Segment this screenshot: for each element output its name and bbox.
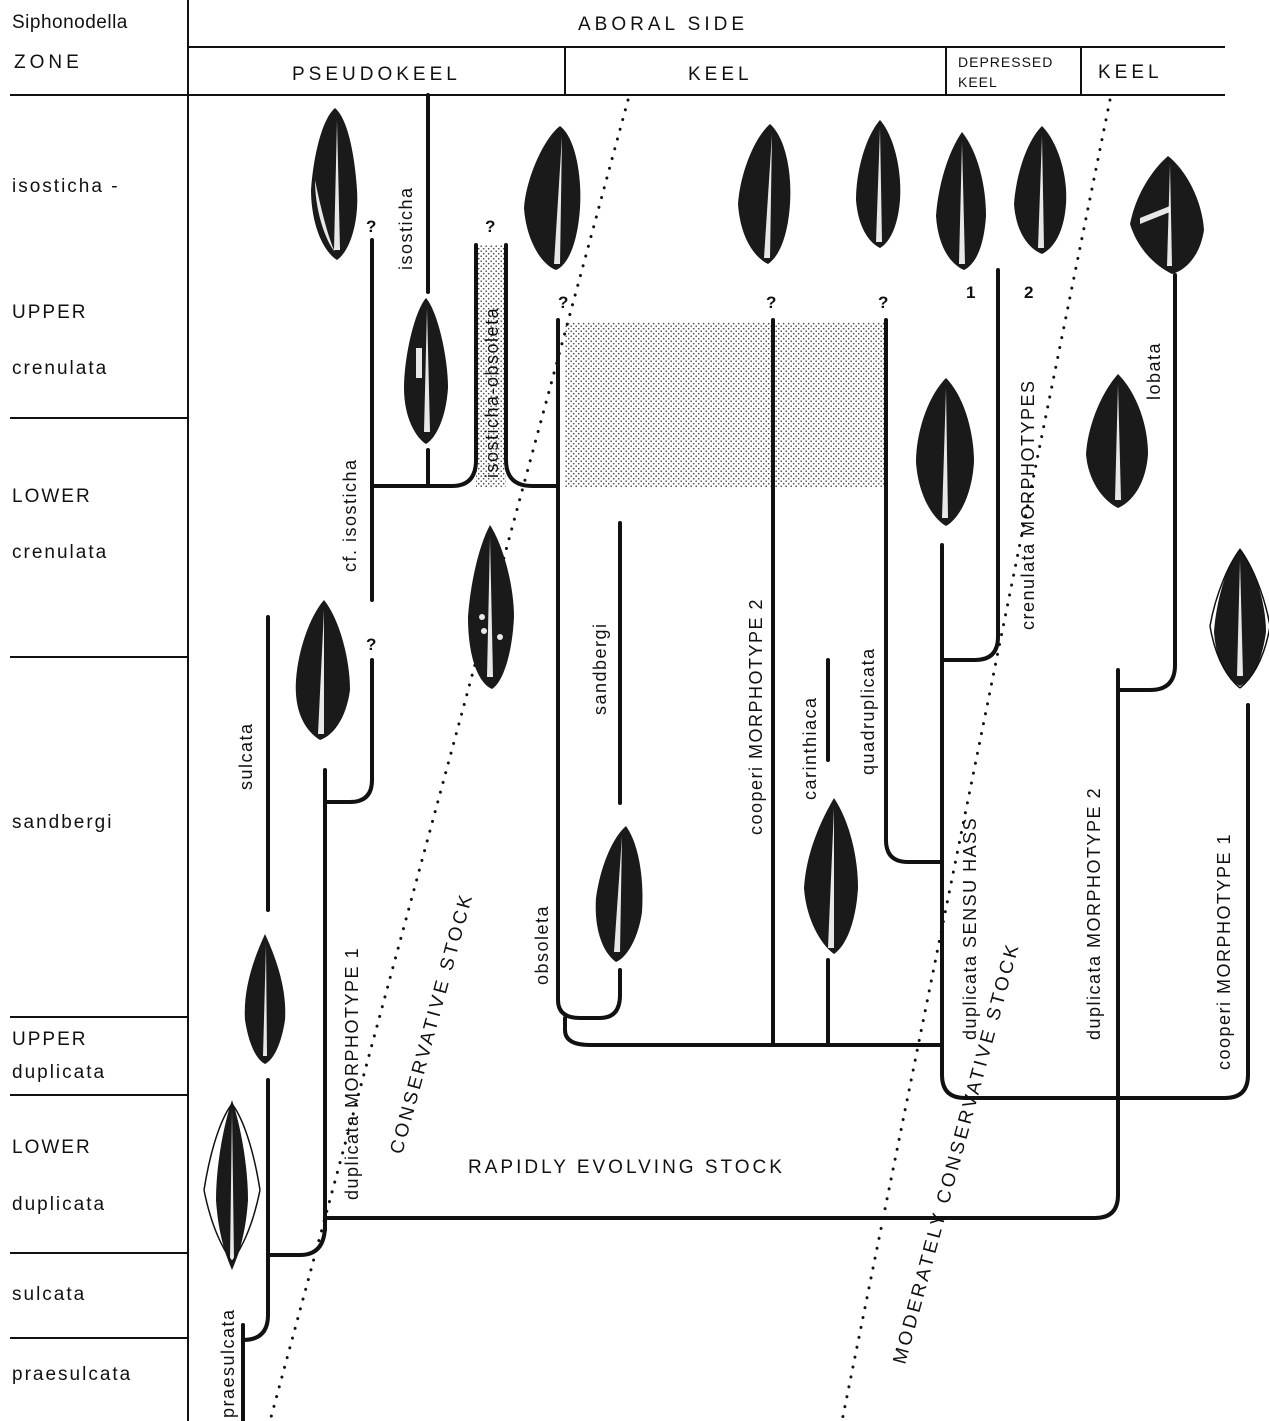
column-depressed: DEPRESSED [958, 54, 1053, 70]
taxon-quadruplicata: quadruplicata [858, 647, 878, 775]
fossil-carinthiaca [804, 798, 858, 954]
fossil-isosticha [404, 298, 448, 444]
zone-title-zone: ZONE [14, 52, 83, 73]
taxon-cf-isosticha: cf. isosticha [340, 458, 360, 572]
morphotype-number-2: 2 [1024, 283, 1033, 302]
taxon-cooperi-morphotype-1: cooperi MORPHOTYPE 1 [1214, 833, 1234, 1070]
question-mark: ? [558, 293, 568, 312]
fossil-sulcata [296, 600, 350, 740]
taxon-obsoleta: obsoleta [532, 905, 552, 985]
column-pseudokeel: PSEUDOKEEL [292, 64, 461, 85]
taxon-duplicata-sensu-hass: duplicata SENSU HASS [960, 817, 980, 1040]
fossil-duplicata-sensu-hass [916, 378, 974, 526]
fossil-lobata-upper [1130, 156, 1204, 274]
question-mark: ? [485, 217, 495, 236]
taxon-lobata: lobata [1144, 342, 1164, 400]
fossil-isosticha-obsoleta [524, 126, 580, 270]
taxon-crenulata-morphotypes: crenulata MORPHOTYPES [1018, 379, 1038, 630]
question-mark: ? [366, 217, 376, 236]
zone-upper-crenulata-name: crenulata [12, 358, 108, 379]
morphotype-number-1: 1 [966, 283, 975, 302]
zone-lower-crenulata-rank: LOWER [12, 486, 92, 507]
fossil-illustrations [204, 108, 1269, 1270]
question-mark: ? [366, 635, 376, 654]
zone-upper-duplicata-name: duplicata [12, 1062, 106, 1083]
taxon-duplicata-morphotype-1: duplicata MORPHOTYPE 1 [342, 947, 362, 1200]
fossil-duplicata-m1 [245, 934, 286, 1064]
taxon-sulcata: sulcata [236, 722, 256, 790]
taxon-praesulcata: praesulcata [218, 1308, 238, 1418]
fossil-quadruplicata [856, 120, 900, 248]
taxon-sandbergi: sandbergi [590, 622, 610, 715]
zone-labels: isosticha - UPPER crenulata LOWER crenul… [12, 176, 132, 1385]
fossil-crenulata-m2 [1014, 126, 1066, 254]
taxon-cooperi-morphotype-2: cooperi MORPHOTYPE 2 [746, 598, 766, 835]
zone-title-genus: Siphonodella [12, 12, 128, 33]
taxon-isosticha: isosticha [396, 186, 416, 270]
fossil-cooperi-m2 [738, 124, 790, 264]
fossil-isosticha-cf [311, 108, 357, 260]
zone-lower-crenulata-name: crenulata [12, 542, 108, 563]
moderately-conservative-stock-label: MODERATELY CONSERVATIVE STOCK [890, 940, 1025, 1366]
taxon-carinthiaca: carinthiaca [800, 696, 820, 800]
zone-sulcata: sulcata [12, 1284, 86, 1305]
zone-sandbergi: sandbergi [12, 812, 113, 833]
fossil-praesulcata [204, 1100, 260, 1270]
column-depressed-keel: KEEL [958, 74, 998, 90]
fossil-cooperi-m1 [1210, 548, 1269, 688]
taxon-isosticha-obsoleta: isosticha-obsoleta [482, 307, 502, 478]
zone-upper-duplicata-rank: UPPER [12, 1029, 87, 1050]
zone-lower-duplicata-rank: LOWER [12, 1137, 92, 1158]
rapidly-evolving-stock-label: RAPIDLY EVOLVING STOCK [468, 1157, 785, 1178]
fossil-duplicata-m2 [1086, 374, 1148, 508]
column-keel: KEEL [688, 64, 753, 85]
conservative-stock-label: CONSERVATIVE STOCK [387, 890, 478, 1156]
zone-isosticha: isosticha - [12, 176, 120, 197]
fossil-crenulata-m1 [936, 132, 986, 270]
zone-lower-duplicata-name: duplicata [12, 1194, 106, 1215]
question-mark: ? [766, 293, 776, 312]
stippled-range-keel [565, 322, 885, 487]
fossil-sandbergi [596, 826, 643, 962]
taxon-duplicata-morphotype-2: duplicata MORPHOTYPE 2 [1084, 787, 1104, 1040]
zone-praesulcata: praesulcata [12, 1364, 132, 1385]
column-keel-right: KEEL [1098, 62, 1163, 83]
zone-upper-crenulata-rank: UPPER [12, 302, 87, 323]
aboral-side-header: ABORAL SIDE [578, 14, 748, 35]
question-mark: ? [878, 293, 888, 312]
